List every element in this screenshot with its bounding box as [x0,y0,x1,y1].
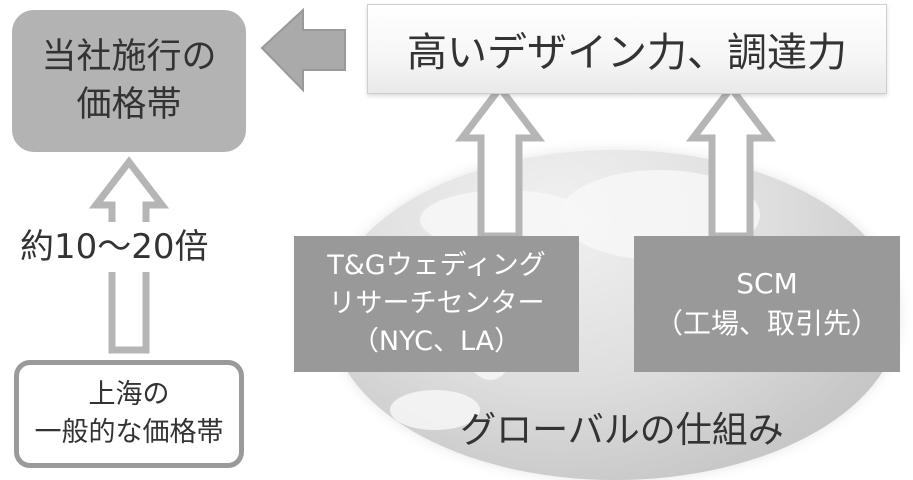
price-ratio-label: 約10〜20倍 [20,222,213,272]
left-arrow-icon [260,7,346,93]
research-box-line1: T&Gウェディング [327,250,546,281]
price-box-line1: 当社施行の [41,37,217,77]
design-box-text: 高いデザイン力、調達力 [407,30,847,76]
scm-box-line2: （工場、取引先） [654,307,879,340]
price-box-line2: 価格帯 [76,85,182,125]
research-box-line2: リサーチセンター [328,288,545,319]
research-box-line3: （NYC、LA） [351,326,522,357]
shanghai-price-range-box: 上海の 一般的な価格帯 [14,360,244,468]
scm-box-line1: SCM [736,267,798,300]
shanghai-box-line1: 上海の [88,379,170,410]
shanghai-box-line2: 一般的な価格帯 [34,417,224,448]
global-system-label: グローバルの仕組み [460,410,784,451]
design-procurement-box: 高いデザイン力、調達力 [367,4,887,94]
up-arrow-icon-research [454,82,546,240]
company-price-range-box: 当社施行の 価格帯 [12,10,246,152]
research-center-box: T&Gウェディング リサーチセンター （NYC、LA） [294,236,579,372]
scm-box: SCM （工場、取引先） [634,236,900,372]
up-arrow-icon-scm [685,82,777,240]
